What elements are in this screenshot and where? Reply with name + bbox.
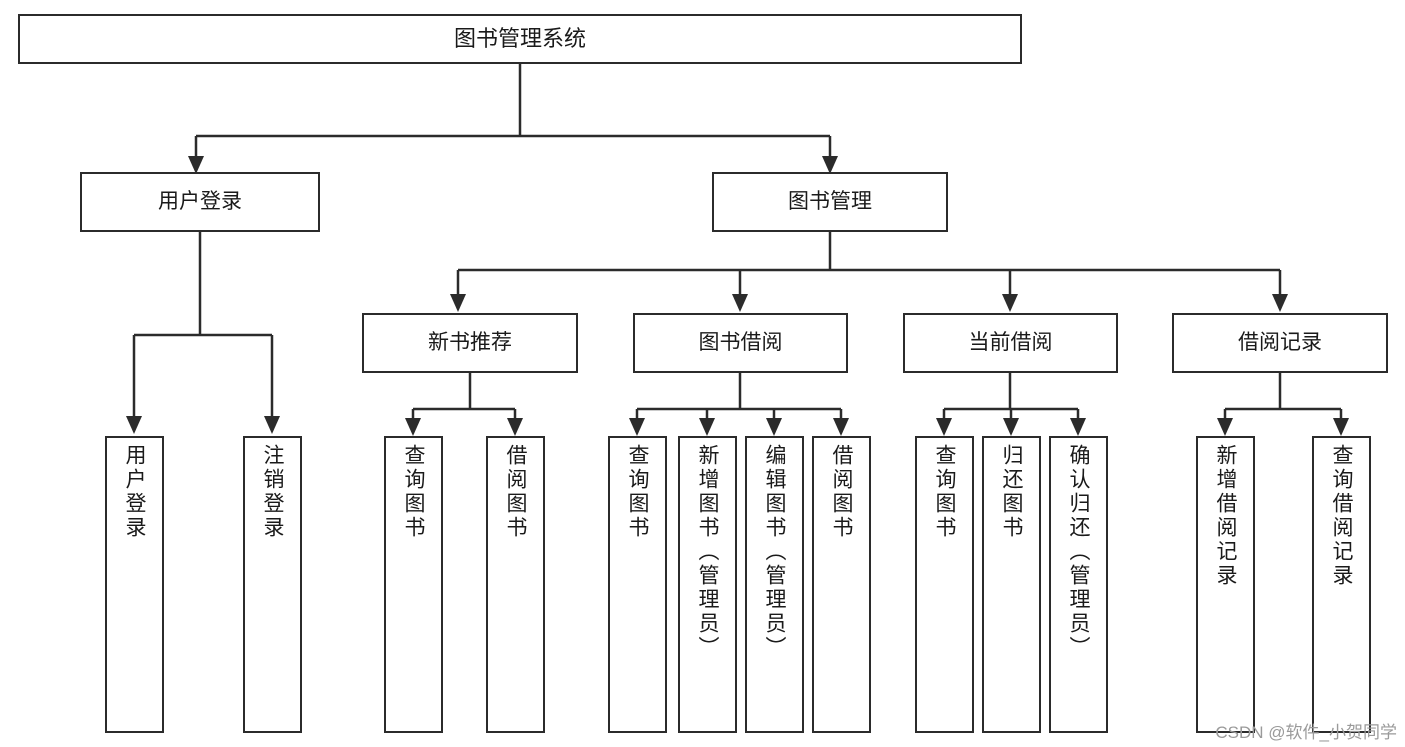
leaf-borrow-borrow-book[interactable]: 借阅图书 bbox=[812, 436, 871, 733]
leaf-current-return-book[interactable]: 归还图书 bbox=[982, 436, 1041, 733]
node-label: 归还图书 bbox=[1000, 444, 1023, 540]
leaf-recommend-borrow-book[interactable]: 借阅图书 bbox=[486, 436, 545, 733]
watermark-text: CSDN @软件_小贺同学 bbox=[1215, 723, 1397, 742]
leaf-current-confirm-return-admin[interactable]: 确认归还（管理员） bbox=[1049, 436, 1108, 733]
node-label: 图书管理系统 bbox=[453, 26, 586, 52]
node-label: 图书管理 bbox=[788, 189, 872, 213]
node-label: 图书借阅 bbox=[698, 330, 783, 354]
leaf-borrow-edit-book-admin[interactable]: 编辑图书（管理员） bbox=[745, 436, 804, 733]
leaf-recommend-query-book[interactable]: 查询图书 bbox=[384, 436, 443, 733]
node-label: 查询图书 bbox=[933, 444, 956, 540]
node-label: 查询图书 bbox=[402, 444, 425, 540]
node-label: 注销登录 bbox=[261, 444, 284, 540]
node-label: 编辑图书（管理员） bbox=[763, 444, 786, 660]
node-book-management[interactable]: 图书管理 bbox=[712, 172, 948, 232]
node-label: 查询图书 bbox=[626, 444, 649, 540]
leaf-borrow-query-book[interactable]: 查询图书 bbox=[608, 436, 667, 733]
node-label: 用户登录 bbox=[123, 444, 146, 540]
node-book-borrow[interactable]: 图书借阅 bbox=[633, 313, 848, 373]
node-label: 查询借阅记录 bbox=[1330, 444, 1353, 588]
node-label: 新增图书（管理员） bbox=[696, 444, 719, 660]
leaf-record-add-record[interactable]: 新增借阅记录 bbox=[1196, 436, 1255, 733]
node-new-book-recommend[interactable]: 新书推荐 bbox=[362, 313, 578, 373]
leaf-user-logout[interactable]: 注销登录 bbox=[243, 436, 302, 733]
node-label: 借阅记录 bbox=[1238, 330, 1322, 354]
node-label: 确认归还（管理员） bbox=[1067, 444, 1090, 660]
leaf-record-query-record[interactable]: 查询借阅记录 bbox=[1312, 436, 1371, 733]
node-label: 新书推荐 bbox=[428, 330, 512, 354]
leaf-user-login[interactable]: 用户登录 bbox=[105, 436, 164, 733]
node-label: 借阅图书 bbox=[504, 444, 527, 540]
node-current-borrow[interactable]: 当前借阅 bbox=[903, 313, 1118, 373]
leaf-borrow-add-book-admin[interactable]: 新增图书（管理员） bbox=[678, 436, 737, 733]
node-label: 借阅图书 bbox=[830, 444, 853, 540]
node-label: 新增借阅记录 bbox=[1214, 444, 1237, 588]
leaf-current-query-book[interactable]: 查询图书 bbox=[915, 436, 974, 733]
node-borrow-record[interactable]: 借阅记录 bbox=[1172, 313, 1388, 373]
node-user-login[interactable]: 用户登录 bbox=[80, 172, 320, 232]
node-label: 用户登录 bbox=[158, 189, 242, 213]
node-root-system[interactable]: 图书管理系统 bbox=[18, 14, 1022, 64]
node-label: 当前借阅 bbox=[968, 330, 1053, 354]
